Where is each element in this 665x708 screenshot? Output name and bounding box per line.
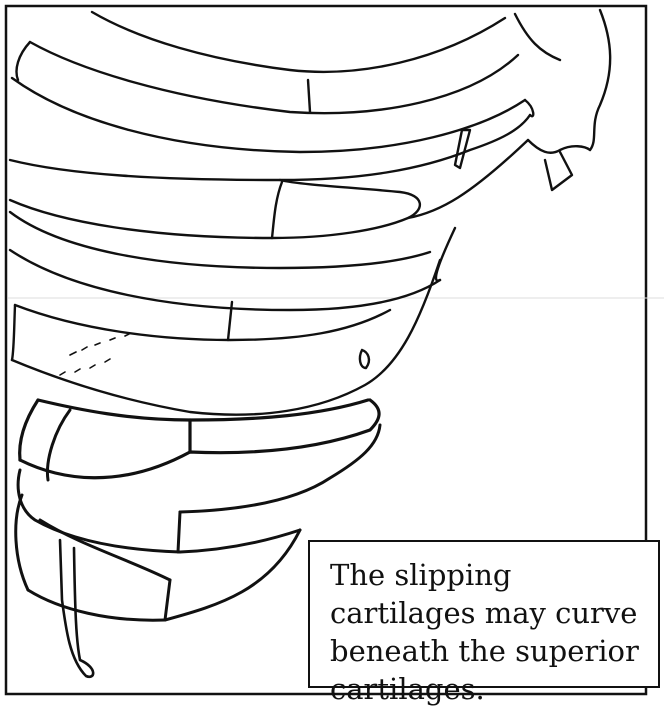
slip-2-joint [178, 512, 180, 552]
caption-box: The slipping cartilages may curve beneat… [308, 540, 660, 688]
caption-text: The slipping cartilages may curve beneat… [330, 558, 639, 706]
